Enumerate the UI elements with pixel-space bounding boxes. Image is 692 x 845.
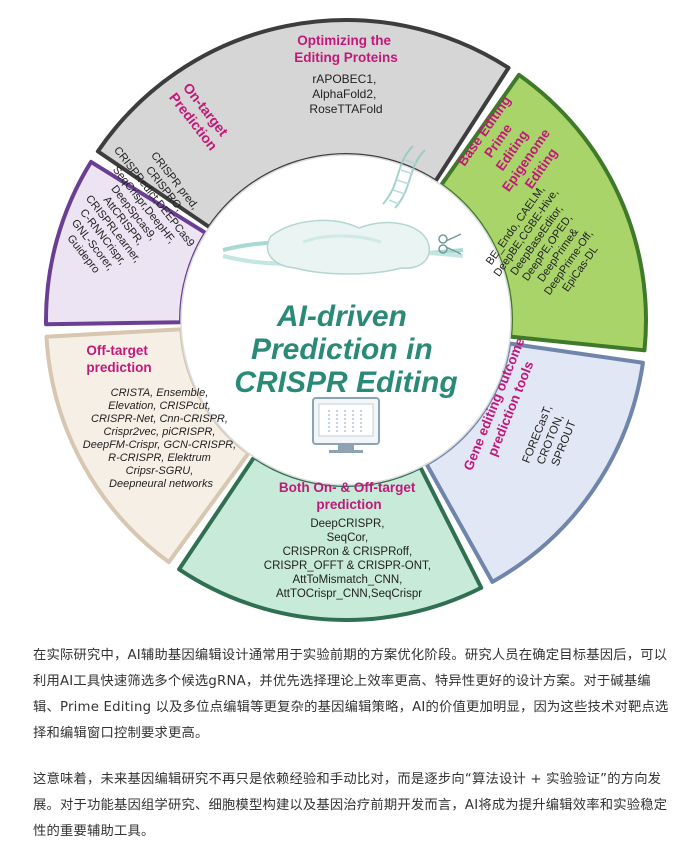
center-title-line: AI-driven xyxy=(276,300,407,333)
body-paragraph-1: 在实际研究中，AI辅助基因编辑设计通常用于实验前期的方案优化阶段。研究人员在确定… xyxy=(33,648,669,741)
diagram-canvas: AI-driven Prediction in CRISPR Editing O… xyxy=(44,18,648,622)
center-title: AI-driven Prediction in CRISPR Editing xyxy=(234,300,457,399)
center-title-line: Prediction in xyxy=(251,333,433,366)
crispr-cas-complex-icon xyxy=(222,219,464,275)
dna-helix-icon xyxy=(382,145,426,209)
segment-tools-both-on-off: DeepCRISPR, SeqCor, CRISPRon & CRISPRoff… xyxy=(264,518,434,600)
segment-tools-optimizing-proteins: rAPOBEC1, AlphaFold2, RoseTTAFold xyxy=(309,72,382,116)
segment-layer xyxy=(44,18,648,622)
center-title-line: CRISPR Editing xyxy=(234,366,457,399)
computer-monitor-icon xyxy=(312,397,380,453)
body-paragraph-2: 这意味着，未来基因编辑研究不再只是依赖经验和手动比对，而是逐步向“算法设计 + … xyxy=(33,772,668,839)
scissors-icon xyxy=(438,233,462,255)
segment-heading-optimizing-proteins: Optimizing the Editing Proteins xyxy=(294,33,398,65)
segment-tools-off-target: CRISTA, Ensemble, Elevation, CRISPcut, C… xyxy=(83,387,239,490)
segment-heading-both-on-off: Both On- & Off-target prediction xyxy=(279,480,419,512)
segment-heading-off-target: Off-target prediction xyxy=(86,343,151,375)
center-disc xyxy=(180,154,512,486)
crispr-ai-diagram: AI-driven Prediction in CRISPR Editing O… xyxy=(33,4,659,632)
